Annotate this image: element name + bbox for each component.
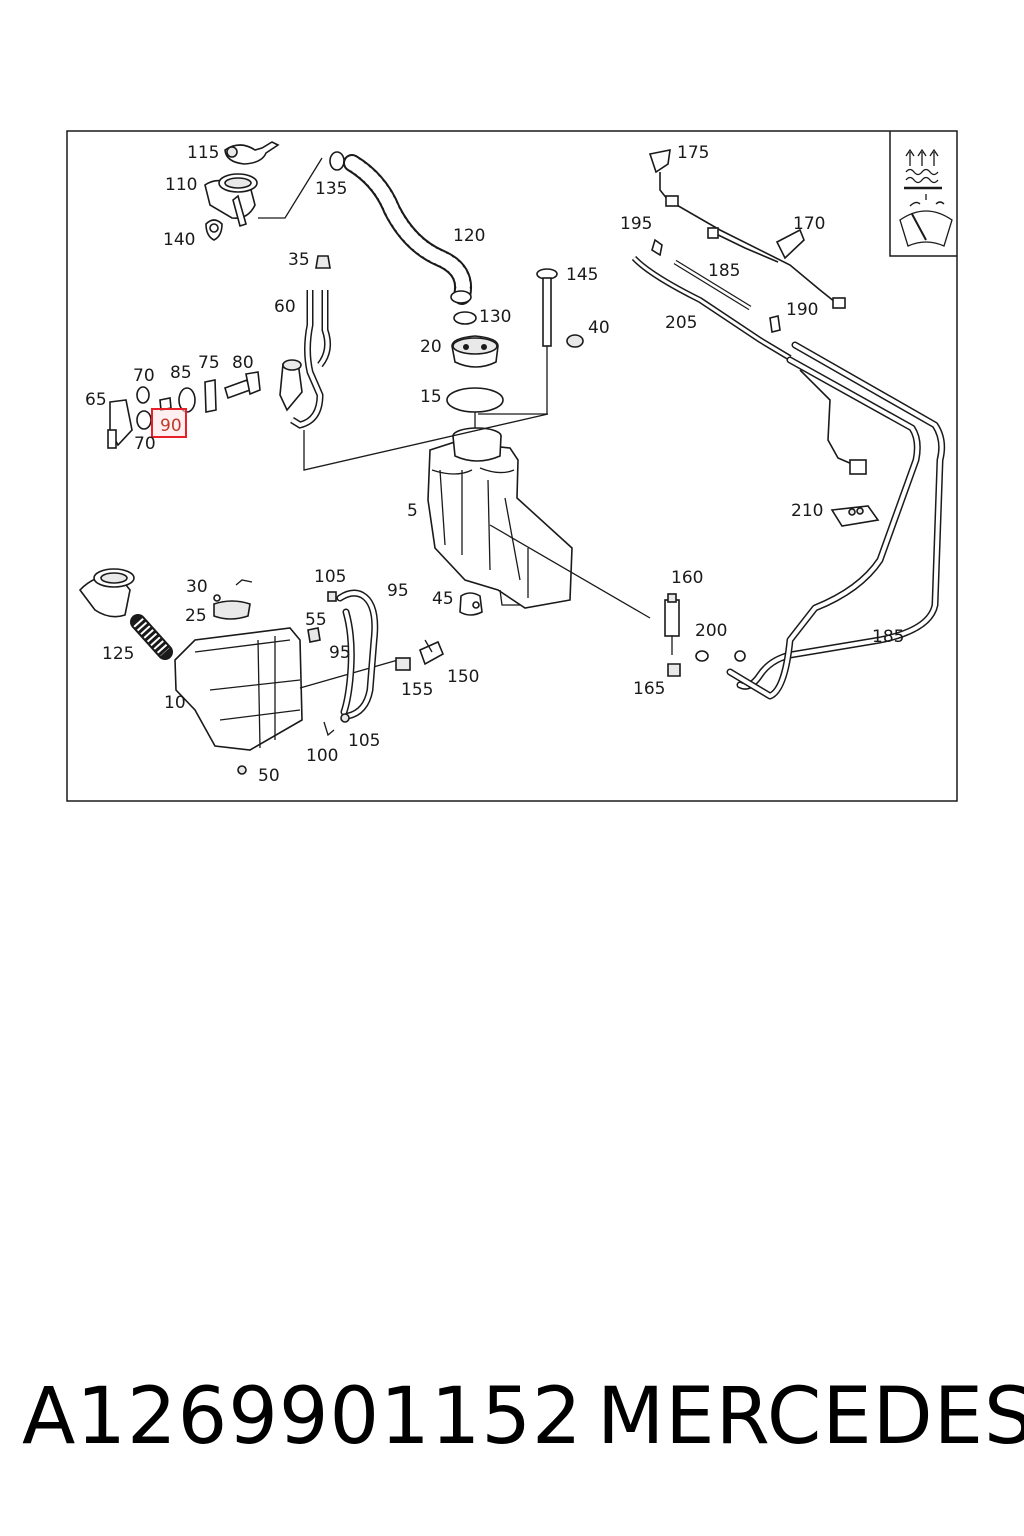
- highlighted-callout-90: 90: [151, 408, 187, 438]
- pump-65: [107, 399, 133, 449]
- washer-pump-60: [279, 290, 549, 471]
- filler-hose: [343, 154, 472, 305]
- washer-reservoir-5: [427, 427, 651, 619]
- callout-label: 205: [665, 313, 697, 333]
- windshield-wiper-icon: [899, 194, 953, 247]
- grommet-55: [307, 627, 321, 643]
- callout-label: 140: [163, 230, 195, 250]
- legend-icon-box: [889, 131, 957, 257]
- bracket-75: [204, 379, 217, 413]
- callout-label: 80: [232, 353, 254, 373]
- reservoir-10: [174, 627, 406, 775]
- callout-label: 150: [447, 667, 479, 687]
- sensor-155: [395, 657, 411, 671]
- callout-label: 195: [620, 214, 652, 234]
- callout-label: 5: [407, 501, 418, 521]
- callout-label: 210: [791, 501, 823, 521]
- seal-70-bottom: [136, 410, 152, 430]
- callout-label: 15: [420, 387, 442, 407]
- washer-nozzle-170: [707, 227, 846, 309]
- callout-label: 155: [401, 680, 433, 700]
- cap-25: [213, 600, 251, 620]
- callout-label: 105: [314, 567, 346, 587]
- plug-40: [566, 334, 584, 348]
- callout-label: 60: [274, 297, 296, 317]
- callout-label: 135: [315, 179, 347, 199]
- callout-label: 25: [185, 606, 207, 626]
- part-number: A1269901152: [22, 1372, 583, 1462]
- callout-label: 10: [164, 693, 186, 713]
- parts-diagram: 115 110 140 135 120 35 60 145 130 40 20 …: [66, 130, 958, 802]
- callout-label: 110: [165, 175, 197, 195]
- hose-95: [336, 589, 379, 720]
- clip-190: [769, 315, 781, 333]
- callout-label: 185: [708, 261, 740, 281]
- wiring-harness-205: [631, 255, 867, 475]
- callout-label: 190: [786, 300, 818, 320]
- callout-label: 70: [133, 366, 155, 386]
- callout-label: 105: [348, 731, 380, 751]
- callout-label: 50: [258, 766, 280, 786]
- callout-label: 85: [170, 363, 192, 383]
- screw-80: [224, 371, 261, 400]
- callout-label: 35: [288, 250, 310, 270]
- clip-105-top: [327, 591, 337, 602]
- pump-cap-20: [451, 335, 499, 368]
- callout-label: 55: [305, 610, 327, 630]
- seal-70-top: [136, 386, 150, 404]
- callout-label: 170: [793, 214, 825, 234]
- callout-label: 95: [387, 581, 409, 601]
- brand-name: MERCEDES: [597, 1372, 1024, 1462]
- callout-label: 200: [695, 621, 727, 641]
- clip-105-bottom: [340, 713, 350, 723]
- washer-hose-185: [726, 341, 946, 700]
- callout-label: 95: [329, 643, 351, 663]
- callout-label: 125: [102, 644, 134, 664]
- callout-label: 145: [566, 265, 598, 285]
- vent-30: [235, 579, 253, 586]
- callout-label: 175: [677, 143, 709, 163]
- callout-label: 45: [432, 589, 454, 609]
- callout-label: 75: [198, 353, 220, 373]
- callout-label: 70: [134, 434, 156, 454]
- callout-label: 130: [479, 307, 511, 327]
- footer-caption: A1269901152 MERCEDES: [22, 1372, 1024, 1472]
- callout-label: 20: [420, 337, 442, 357]
- callout-label: 30: [186, 577, 208, 597]
- callout-label: 40: [588, 318, 610, 338]
- seal-165: [667, 663, 681, 677]
- clip-200: [695, 650, 709, 662]
- callout-label: 160: [671, 568, 703, 588]
- callout-label: 165: [633, 679, 665, 699]
- callout-label: 100: [306, 746, 338, 766]
- gasket-130: [453, 311, 477, 325]
- valve-150: [418, 639, 445, 666]
- callout-label: 65: [85, 390, 107, 410]
- callout-label: 185: [872, 627, 904, 647]
- callout-label: 115: [187, 143, 219, 163]
- callout-label: 120: [453, 226, 485, 246]
- headlamp-washer-icon: [904, 148, 942, 190]
- filler-neck-assembly: [204, 141, 323, 241]
- filler-pipe-125-elbow: [78, 568, 135, 618]
- headlamp-pump-160: [664, 593, 680, 655]
- connector-195: [651, 238, 663, 257]
- gasket-135: [329, 151, 345, 171]
- callout-labels: 115 110 140 135 120 35 60 145 130 40 20 …: [85, 143, 904, 786]
- cap-45: [459, 592, 483, 616]
- diagram-frame: [66, 130, 958, 802]
- o-ring-15: [446, 387, 504, 413]
- washer-nozzle-175: [648, 148, 836, 303]
- callout-label-highlighted: 90: [160, 416, 182, 436]
- grommet-35: [315, 255, 331, 269]
- connector-100: [323, 721, 335, 737]
- connector-210: [830, 505, 880, 527]
